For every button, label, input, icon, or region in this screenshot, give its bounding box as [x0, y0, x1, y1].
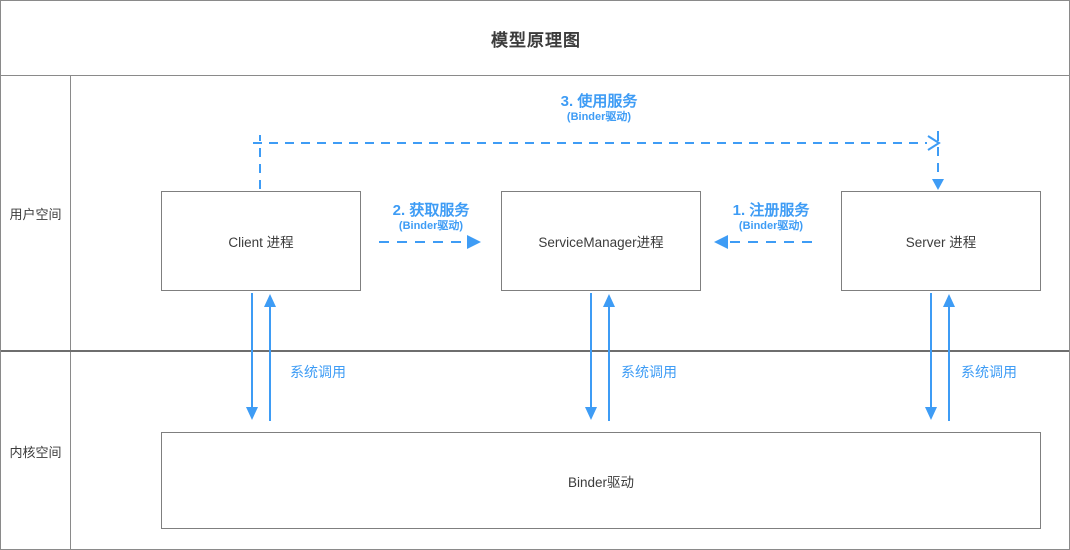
register-service-arrow: [714, 235, 819, 249]
register-service-label: 1. 注册服务 (Binder驱动): [733, 202, 810, 233]
space-divider-line: [1, 350, 1069, 352]
row-label-kernel-space: 内核空间: [1, 352, 70, 549]
server-process-label: Server 进程: [905, 235, 977, 250]
syscall-label-servicemanager: 系统调用: [621, 364, 677, 380]
get-service-label-text: 2. 获取服务: [392, 202, 470, 219]
use-service-arrow: [253, 131, 944, 190]
use-service-label-text: 3. 使用服务: [560, 93, 638, 110]
kernel-space-label: 内核空间: [9, 445, 62, 460]
register-service-label-sub: (Binder驱动): [738, 220, 804, 232]
node-server-process: Server 进程: [841, 191, 1041, 291]
node-client-process: Client 进程: [161, 191, 361, 291]
use-service-label-sub: (Binder驱动): [566, 111, 632, 123]
syscall-label-client: 系统调用: [290, 364, 346, 380]
binder-driver-label: Binder驱动: [567, 474, 635, 490]
title-band: 模型原理图: [1, 1, 1069, 76]
register-service-label-text: 1. 注册服务: [732, 202, 810, 219]
diagram-title: 模型原理图: [491, 30, 581, 50]
servicemanager-process-label: ServiceManager进程: [538, 235, 664, 250]
user-space-label: 用户空间: [9, 206, 62, 222]
left-column-divider: [70, 76, 71, 549]
get-service-label-sub: (Binder驱动): [398, 220, 464, 232]
get-service-arrow: [379, 235, 481, 249]
node-servicemanager-process: ServiceManager进程: [501, 191, 701, 291]
use-service-label: 3. 使用服务 (Binder驱动): [561, 93, 638, 124]
node-binder-driver: Binder驱动: [161, 432, 1041, 529]
syscall-arrows-server: [925, 293, 955, 421]
syscall-arrows-servicemanager: [585, 293, 615, 421]
row-label-user-space: 用户空间: [1, 76, 70, 350]
syscall-label-server: 系统调用: [961, 364, 1017, 380]
get-service-label: 2. 获取服务 (Binder驱动): [393, 202, 470, 233]
client-process-label: Client 进程: [228, 235, 294, 250]
syscall-arrows-client: [246, 293, 276, 421]
